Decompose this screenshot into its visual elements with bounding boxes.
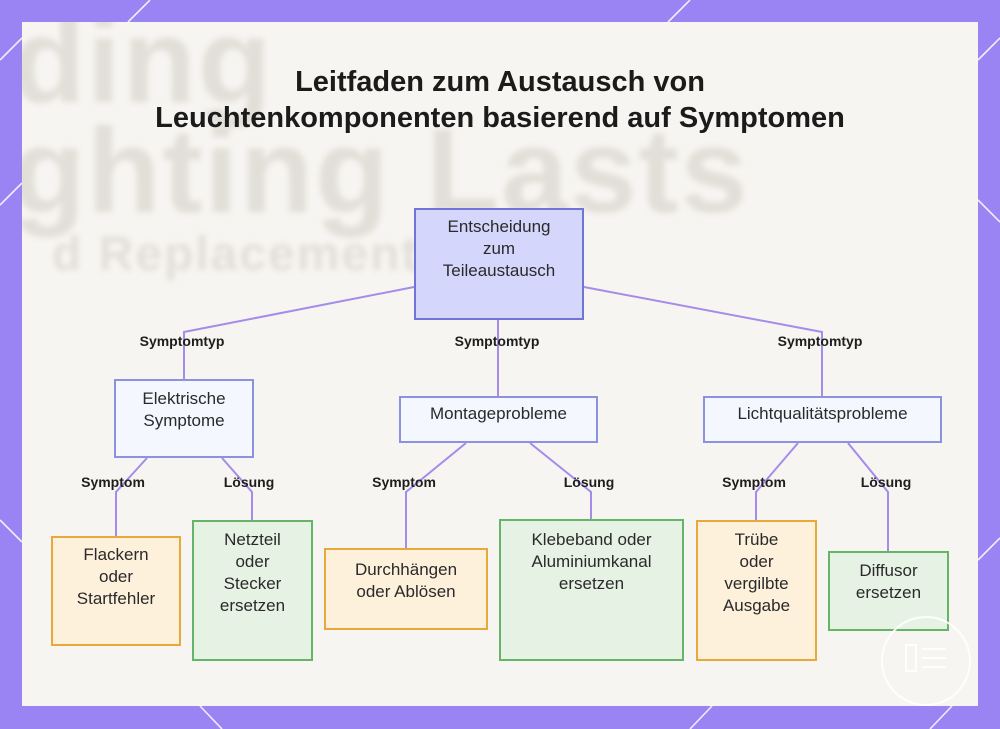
symptom-node-sagging: Durchhängen oder Ablösen xyxy=(324,548,488,630)
symptom-line: Startfehler xyxy=(76,589,156,608)
solution-node-tape-channel: Klebeband oder Aluminiumkanal ersetzen xyxy=(499,519,684,661)
edge-root-to-electrical xyxy=(183,286,415,379)
edge-label-symptomtyp-right: Symptomtyp xyxy=(777,333,863,349)
background-text-3: d Replacement Ti xyxy=(52,228,481,281)
solution-line: Stecker xyxy=(223,574,282,593)
category-node-electrical: Elektrische Symptome xyxy=(114,379,254,458)
root-line: Entscheidung xyxy=(447,217,551,236)
category-line: Montageprobleme xyxy=(429,404,568,423)
symptom-line: Ausgabe xyxy=(722,596,791,615)
edge-electrical-to-symptom xyxy=(115,457,148,536)
edge-mounting-to-symptom xyxy=(405,442,467,548)
edge-label-solution-mounting: Lösung xyxy=(563,474,615,490)
solution-line: ersetzen xyxy=(855,583,922,602)
solution-line: Klebeband oder xyxy=(531,530,652,549)
symptom-line: Flackern xyxy=(83,545,149,564)
solution-line: oder xyxy=(235,552,270,571)
category-line: Elektrische xyxy=(142,389,226,408)
category-node-mounting: Montageprobleme xyxy=(399,396,598,443)
symptom-line: oder Ablösen xyxy=(356,582,456,601)
symptom-line: oder xyxy=(739,552,774,571)
symptom-node-flickering: Flackern oder Startfehler xyxy=(51,536,181,646)
symptom-line: oder xyxy=(98,567,134,586)
edge-label-symptom-mounting: Symptom xyxy=(372,474,436,490)
solution-line: ersetzen xyxy=(219,596,286,615)
edge-lightquality-to-solution xyxy=(847,442,889,551)
solution-node-power-supply: Netzteil oder Stecker ersetzen xyxy=(192,520,313,661)
symptom-line: Trübe xyxy=(734,530,779,549)
background-text-2: ghting Lasts xyxy=(22,104,750,238)
edge-label-symptom-electrical: Symptom xyxy=(81,474,145,490)
edge-label-symptomtyp-left: Symptomtyp xyxy=(139,333,225,349)
root-node: Entscheidung zum Teileaustausch xyxy=(414,208,584,320)
category-node-lightquality: Lichtqualitätsprobleme xyxy=(703,396,942,443)
solution-line: Diffusor xyxy=(859,561,918,580)
symptom-line: Durchhängen xyxy=(354,560,458,579)
background-text-1: ding xyxy=(22,22,274,128)
root-line: Teileaustausch xyxy=(442,261,556,280)
edge-label-symptom-lightquality: Symptom xyxy=(722,474,786,490)
solution-line: Aluminiumkanal xyxy=(531,552,652,571)
symptom-node-dim-output: Trübe oder vergilbte Ausgabe xyxy=(696,520,817,661)
edge-root-to-lightquality xyxy=(583,286,823,396)
category-line: Symptome xyxy=(143,411,225,430)
edge-mounting-to-solution xyxy=(529,442,592,519)
edge-label-symptomtyp-center: Symptomtyp xyxy=(454,333,540,349)
edge-label-solution-lightquality: Lösung xyxy=(860,474,912,490)
edge-label-solution-electrical: Lösung xyxy=(223,474,275,490)
solution-line: ersetzen xyxy=(558,574,625,593)
edge-lightquality-to-symptom xyxy=(755,442,799,520)
symptom-line: vergilbte xyxy=(724,574,789,593)
grid-logo-icon xyxy=(881,616,971,706)
page-title: Leitfaden zum Austausch von Leuchtenkomp… xyxy=(155,66,845,134)
edge-electrical-to-solution xyxy=(221,457,253,520)
root-line: zum xyxy=(482,239,516,258)
solution-line: Netzteil xyxy=(224,530,281,549)
category-line: Lichtqualitätsprobleme xyxy=(737,404,908,423)
